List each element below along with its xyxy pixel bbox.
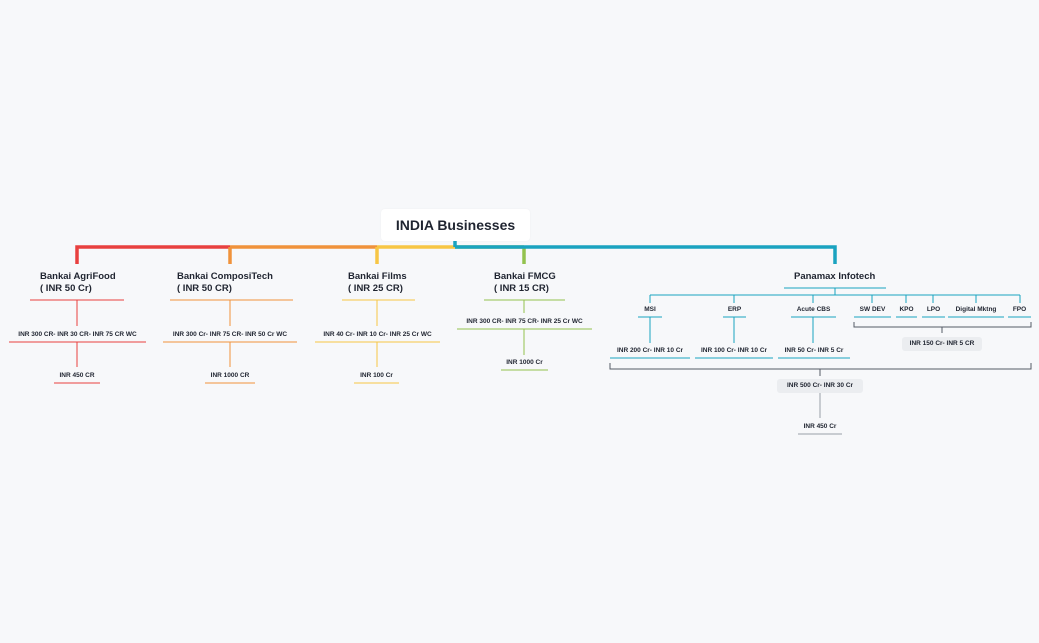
- fmcg-amount: ( INR 15 CR): [494, 283, 549, 294]
- msi-node[interactable]: MSI: [644, 306, 656, 313]
- agrifood-title[interactable]: Bankai AgriFood ( INR 50 Cr): [40, 271, 116, 295]
- fmcg-total[interactable]: INR 1000 Cr: [506, 359, 543, 366]
- group-summary[interactable]: INR 150 Cr- INR 5 CR: [902, 337, 982, 351]
- fmcg-title[interactable]: Bankai FMCG ( INR 15 CR): [494, 271, 556, 295]
- agrifood-connector: [75, 245, 230, 264]
- compositech-name: Bankai ComposiTech: [177, 271, 273, 282]
- msi-value[interactable]: INR 200 Cr- INR 10 Cr: [616, 347, 684, 354]
- acute-cbs-node[interactable]: Acute CBS: [796, 306, 831, 313]
- agrifood-total[interactable]: INR 450 CR: [59, 372, 95, 379]
- fmcg-lines: [457, 299, 592, 371]
- panamax-lines: [610, 287, 1031, 359]
- erp-value[interactable]: INR 100 Cr- INR 10 Cr: [700, 347, 768, 354]
- fmcg-connector: [455, 245, 526, 264]
- acute-cbs-value[interactable]: INR 50 Cr- INR 5 Cr: [784, 347, 844, 354]
- films-amount: ( INR 25 CR): [348, 283, 403, 294]
- lpo-node[interactable]: LPO: [926, 306, 941, 313]
- sw-dev-node[interactable]: SW DEV: [859, 306, 886, 313]
- compositech-lines: [163, 299, 297, 384]
- films-lines: [315, 299, 440, 384]
- compositech-amount: ( INR 50 CR): [177, 283, 232, 294]
- agrifood-name: Bankai AgriFood: [40, 271, 116, 282]
- erp-node[interactable]: ERP: [727, 306, 742, 313]
- digital-mktng-node[interactable]: Digital Mktng: [955, 306, 997, 313]
- fmcg-name: Bankai FMCG: [494, 271, 556, 282]
- films-total[interactable]: INR 100 Cr: [360, 372, 393, 379]
- agrifood-detail[interactable]: INR 300 CR- INR 30 CR- INR 75 CR WC: [18, 331, 137, 338]
- compositech-total[interactable]: INR 1000 CR: [210, 372, 250, 379]
- panamax-title[interactable]: Panamax Infotech: [794, 271, 876, 282]
- compositech-title[interactable]: Bankai ComposiTech ( INR 50 CR): [177, 271, 273, 295]
- kpo-node[interactable]: KPO: [899, 306, 914, 313]
- films-name: Bankai Films: [348, 271, 407, 282]
- fmcg-detail[interactable]: INR 300 CR- INR 75 CR- INR 25 Cr WC: [466, 318, 583, 325]
- films-connector: [375, 245, 455, 264]
- overall-total[interactable]: INR 450 Cr: [803, 423, 837, 430]
- films-detail[interactable]: INR 40 Cr- INR 10 Cr- INR 25 Cr WC: [323, 331, 432, 338]
- overall-total-lines: [798, 393, 842, 435]
- summary-brackets: [609, 322, 1032, 376]
- main-branch-bar: [75, 241, 837, 264]
- root-topic[interactable]: INDIA Businesses: [381, 209, 530, 241]
- films-title[interactable]: Bankai Films ( INR 25 CR): [348, 271, 407, 295]
- agrifood-amount: ( INR 50 Cr): [40, 283, 92, 294]
- compositech-connector: [228, 245, 377, 264]
- panamax-connector: [455, 245, 837, 264]
- overall-summary[interactable]: INR 500 Cr- INR 30 Cr: [777, 379, 863, 393]
- fpo-node[interactable]: FPO: [1012, 306, 1027, 313]
- compositech-detail[interactable]: INR 300 Cr- INR 75 CR- INR 50 Cr WC: [172, 331, 288, 338]
- agrifood-lines: [9, 299, 146, 384]
